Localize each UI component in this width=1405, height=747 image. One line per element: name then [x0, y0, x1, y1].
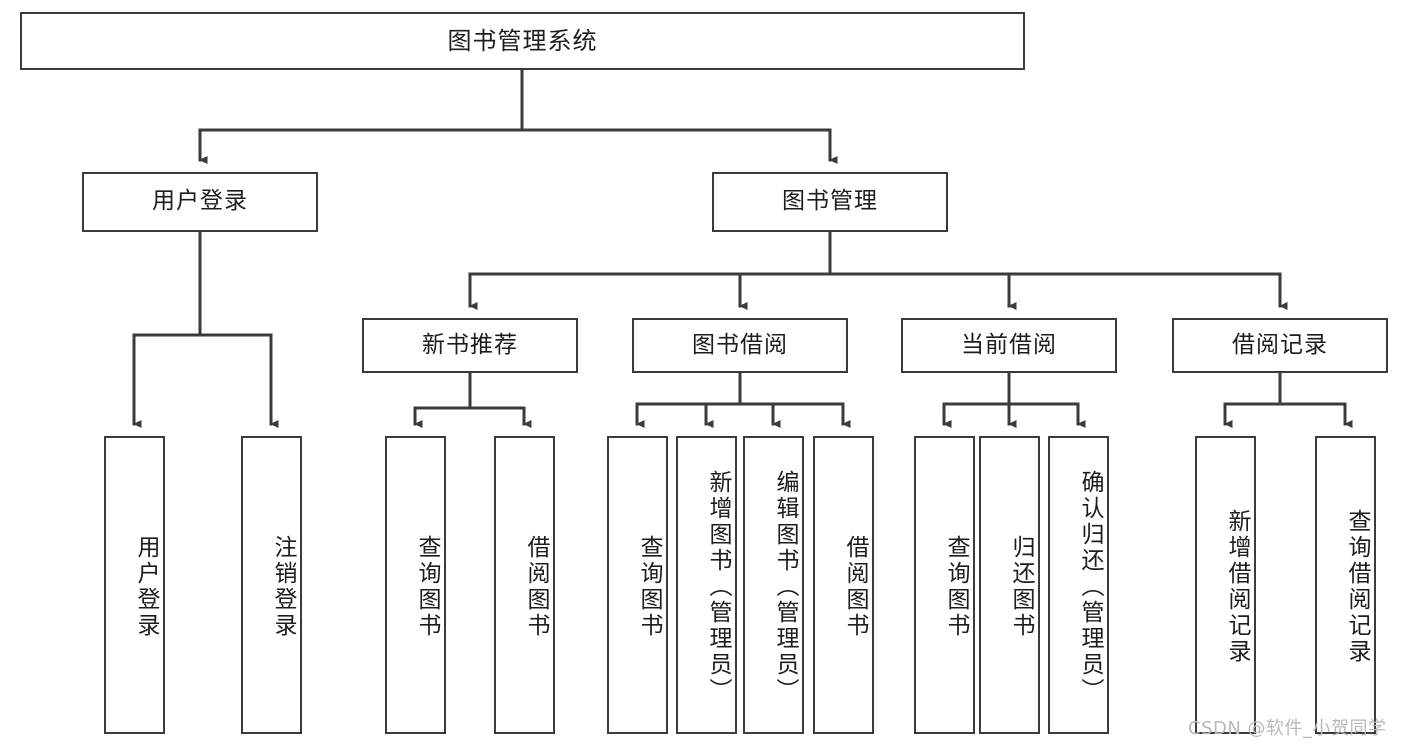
leaf-user-login-signout[interactable]: 注销登录	[241, 436, 302, 734]
leaf-label: 用户登录	[133, 535, 159, 639]
leaf-borrow-add-book-admin[interactable]: 新增图书（管理员）	[676, 436, 737, 734]
leaf-label: 查询图书	[636, 535, 662, 639]
leaf-new-book-query-book[interactable]: 查询图书	[385, 436, 446, 734]
node-borrowing-records[interactable]: 借阅记录	[1172, 318, 1388, 373]
leaf-label: 借阅图书	[842, 535, 868, 639]
leaf-label: 查询图书	[414, 535, 440, 639]
leaf-current-confirm-return-admin[interactable]: 确认归还（管理员）	[1048, 436, 1109, 734]
leaf-label: 编辑图书（管理员）	[772, 470, 798, 704]
leaf-records-add-record[interactable]: 新增借阅记录	[1195, 436, 1256, 734]
node-book-borrowing[interactable]: 图书借阅	[632, 318, 848, 373]
leaf-label: 借阅图书	[523, 535, 549, 639]
node-user-login[interactable]: 用户登录	[82, 172, 318, 232]
leaf-label: 查询图书	[943, 535, 969, 639]
leaf-label: 新增借阅记录	[1224, 509, 1250, 665]
leaf-current-query-book[interactable]: 查询图书	[914, 436, 975, 734]
node-new-book-recommendation[interactable]: 新书推荐	[362, 318, 578, 373]
leaf-borrow-query-book[interactable]: 查询图书	[607, 436, 668, 734]
leaf-new-book-borrow-book[interactable]: 借阅图书	[494, 436, 555, 734]
leaf-borrow-edit-book-admin[interactable]: 编辑图书（管理员）	[743, 436, 804, 734]
leaf-label: 归还图书	[1008, 535, 1034, 639]
leaf-borrow-borrow-book[interactable]: 借阅图书	[813, 436, 874, 734]
leaf-label: 查询借阅记录	[1344, 509, 1370, 665]
leaf-user-login-signin[interactable]: 用户登录	[104, 436, 165, 734]
leaf-records-query-record[interactable]: 查询借阅记录	[1315, 436, 1376, 734]
node-root-book-management-system[interactable]: 图书管理系统	[20, 12, 1025, 70]
csdn-watermark: CSDN @软件_小贺同学	[1188, 718, 1387, 739]
leaf-label: 注销登录	[270, 535, 296, 639]
leaf-current-return-book[interactable]: 归还图书	[979, 436, 1040, 734]
leaf-label: 新增图书（管理员）	[705, 470, 731, 704]
node-current-borrowing[interactable]: 当前借阅	[901, 318, 1117, 373]
leaf-label: 确认归还（管理员）	[1077, 470, 1103, 704]
node-book-management[interactable]: 图书管理	[712, 172, 948, 232]
